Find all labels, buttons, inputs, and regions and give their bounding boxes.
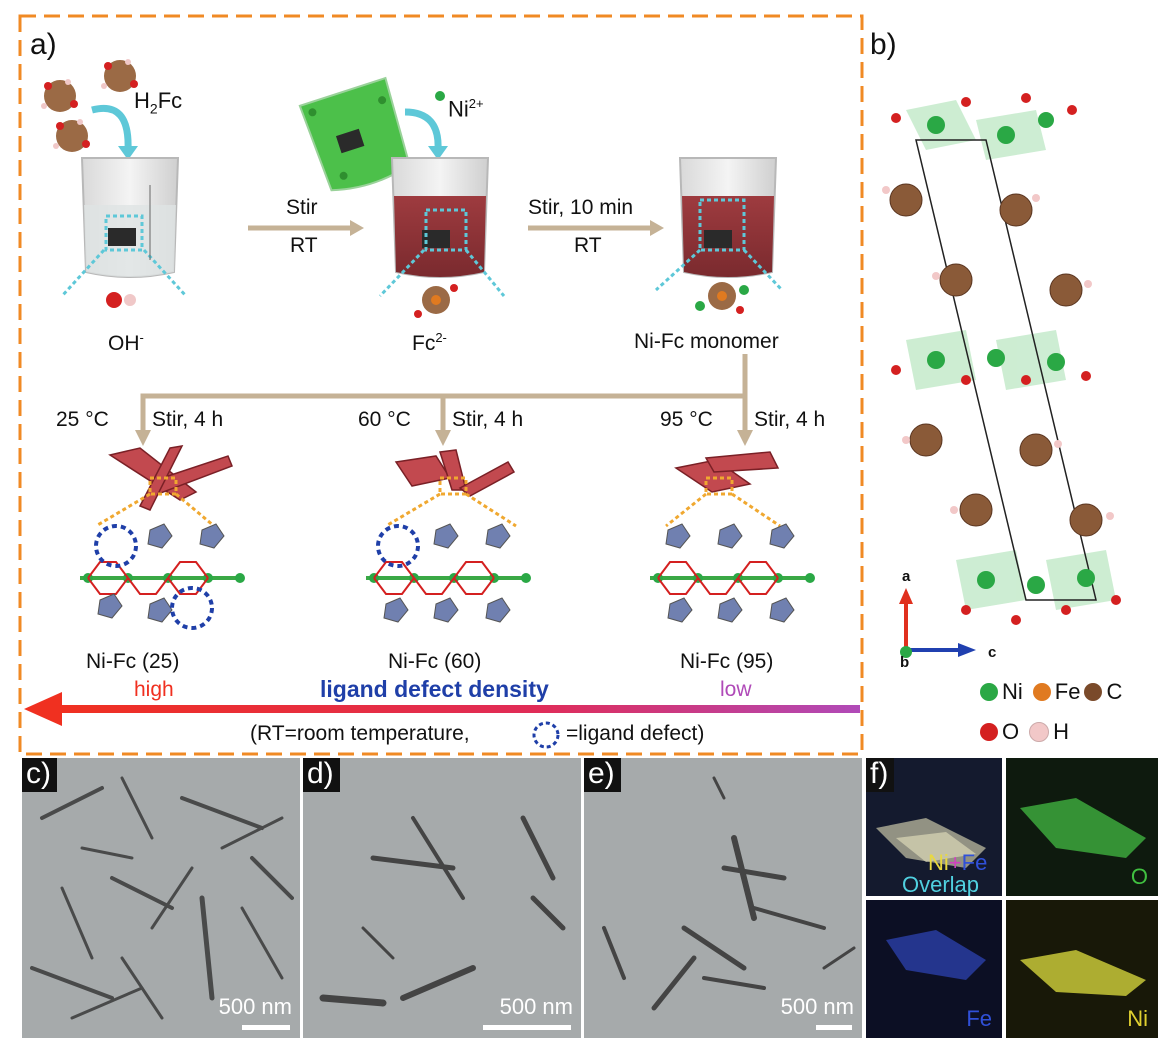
footnote-left: (RT=room temperature, <box>250 722 470 745</box>
legend-h-swatch <box>1029 722 1050 742</box>
legend-c-swatch <box>1084 683 1103 701</box>
overlap-text: Overlap <box>902 872 980 896</box>
legend-h-label: H <box>1053 719 1070 744</box>
legend-c-label: C <box>1106 679 1123 704</box>
defect-high-label: high <box>134 678 174 701</box>
crystals-95-icon <box>674 451 780 493</box>
branch-25-temp: 25 °C <box>56 408 109 431</box>
overlap-legend: Ni+Fe <box>928 850 988 875</box>
scale-c-text: 500 nm <box>218 994 292 1019</box>
step1-condition-bottom: RT <box>290 234 318 257</box>
panel-e-label: e) <box>584 758 621 792</box>
tem-image-e: e) 500 nm <box>584 758 862 1038</box>
scale-d-bar <box>483 1025 571 1030</box>
legend-ni-swatch <box>980 683 998 701</box>
fe-particle-icon <box>886 930 986 980</box>
reagent-h2fc: H2Fc <box>134 88 183 117</box>
panel-f-label: f) <box>866 758 895 792</box>
eds-overlap-map: f) Ni+Fe Overlap <box>866 758 1002 896</box>
eds-o-map: O <box>1006 758 1158 896</box>
scale-e-text: 500 nm <box>780 994 854 1019</box>
panel-d-label: d) <box>303 758 340 792</box>
panel-a-label: a) <box>30 28 57 61</box>
crystals-60-icon <box>394 449 516 497</box>
overlap-particle-icon <box>876 818 986 868</box>
reagent-ni: Ni2+ <box>448 96 484 122</box>
branch-95-temp: 95 °C <box>660 408 713 431</box>
tem-image-d: d) 500 nm <box>303 758 581 1038</box>
step1-condition-top: Stir <box>286 196 318 219</box>
eds-ni-map: Ni <box>1006 900 1158 1038</box>
element-legend: Ni Fe C O H <box>980 676 1160 750</box>
scale-e-bar <box>816 1025 852 1030</box>
o-particle-icon <box>1020 798 1146 858</box>
ni-map-label: Ni <box>1127 1006 1148 1031</box>
legend-fe-label: Fe <box>1054 679 1081 704</box>
species-monomer: Ni-Fc monomer <box>634 330 779 353</box>
legend-o-swatch <box>980 723 998 741</box>
chain-95-icon <box>650 523 815 623</box>
product-25-label: Ni-Fc (25) <box>86 650 180 673</box>
defect-density-title: ligand defect density <box>320 676 549 702</box>
nanorods-d-icon <box>319 815 566 1007</box>
fe-map-label: Fe <box>966 1006 992 1031</box>
panel-b-label: b) <box>870 28 897 61</box>
defect-density-arrow <box>54 705 860 713</box>
legend-ni-label: Ni <box>1002 679 1023 704</box>
beaker-oh-icon <box>60 157 188 308</box>
axis-b-label: b <box>900 654 910 671</box>
tem-image-c: c) 500 nm <box>22 758 300 1038</box>
product-60-label: Ni-Fc (60) <box>388 650 482 673</box>
chain-25-icon <box>80 523 245 630</box>
panel-c-label: c) <box>22 758 57 792</box>
scale-d-text: 500 nm <box>499 994 573 1019</box>
h2fc-molecules-icon <box>41 59 138 152</box>
beaker-monomer-icon <box>654 157 784 314</box>
axis-c-label: c <box>988 644 997 661</box>
axis-a-label: a <box>902 568 911 585</box>
defect-low-label: low <box>720 678 752 701</box>
legend-o-label: O <box>1002 719 1020 744</box>
chain-60-icon <box>366 523 531 623</box>
species-oh: OH- <box>108 330 144 355</box>
scale-c-bar <box>242 1025 290 1030</box>
ligand-defect-legend-icon <box>532 721 560 749</box>
branch-60-temp: 60 °C <box>358 408 411 431</box>
legend-fe-swatch <box>1032 683 1051 701</box>
ni-particle-icon <box>1020 950 1146 996</box>
crystal-structure-icon <box>882 93 1121 658</box>
eds-fe-map: Fe <box>866 900 1002 1038</box>
step2-condition-bottom: RT <box>574 234 602 257</box>
species-fc: Fc2- <box>412 330 447 355</box>
footnote-right: =ligand defect) <box>566 722 705 745</box>
synthesis-scheme <box>24 59 860 749</box>
nanorods-c-icon <box>30 776 294 1020</box>
branch-60-stir: Stir, 4 h <box>452 408 524 431</box>
o-map-label: O <box>1130 864 1148 889</box>
nanorods-e-icon <box>602 776 856 1011</box>
product-95-label: Ni-Fc (95) <box>680 650 774 673</box>
beaker-fc-icon <box>378 157 506 318</box>
step2-condition-top: Stir, 10 min <box>528 196 634 219</box>
branch-95-stir: Stir, 4 h <box>754 408 826 431</box>
branch-25-stir: Stir, 4 h <box>152 408 224 431</box>
ni-ion-icon <box>435 91 445 101</box>
